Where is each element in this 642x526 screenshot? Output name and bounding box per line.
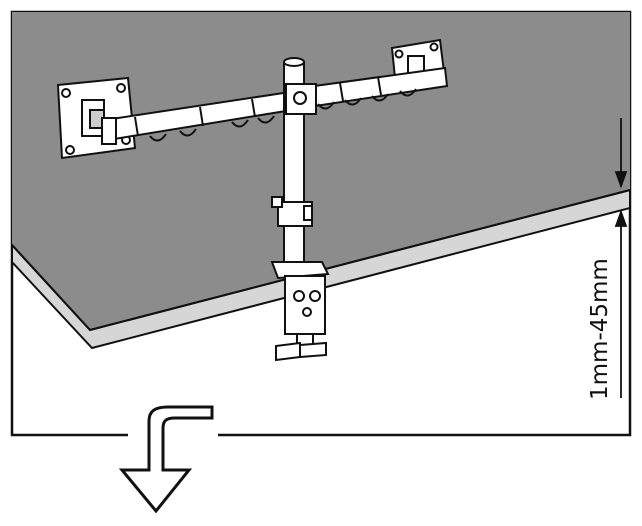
down-arrow-icon xyxy=(118,405,214,514)
desk xyxy=(11,12,631,350)
thickness-dimension xyxy=(614,118,628,398)
desk-surface xyxy=(12,12,630,330)
monitor-mount-illustration xyxy=(56,38,449,362)
dimension-label: 1mm-45mm xyxy=(587,258,613,400)
pole-collar xyxy=(271,196,313,227)
desk-clamp xyxy=(270,261,330,362)
